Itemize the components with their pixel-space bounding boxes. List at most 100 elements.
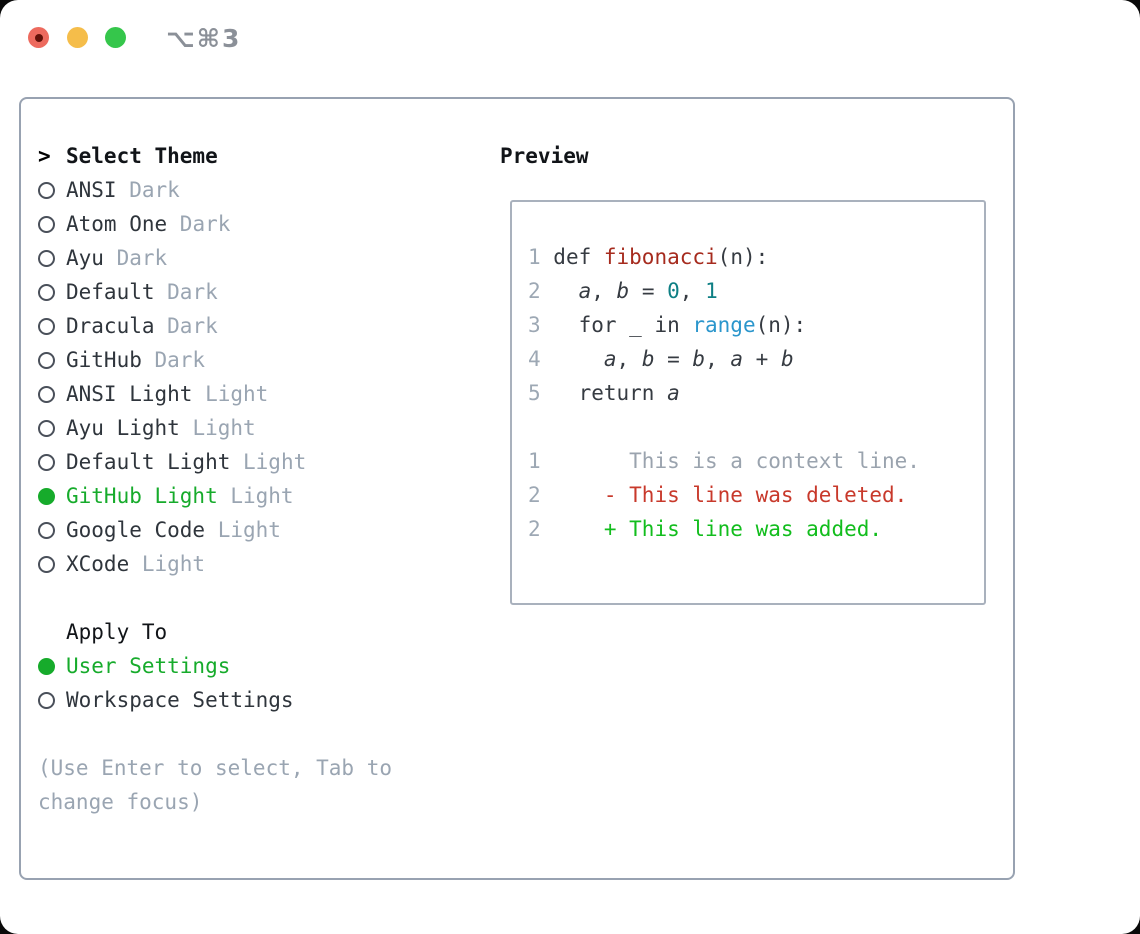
radio-selected-icon	[38, 657, 55, 675]
radio-icon	[38, 283, 55, 301]
code-segment-code: return	[553, 381, 668, 405]
theme-variant: Light	[217, 484, 294, 508]
code-segment-code: for _ in	[553, 313, 693, 337]
radio-icon	[38, 419, 55, 437]
code-line: 4 a, b = b, a + b	[528, 342, 984, 376]
radio-icon	[38, 249, 55, 267]
prompt-icon: >	[38, 144, 51, 168]
code-segment-code: def	[553, 245, 604, 269]
theme-name: Default Light	[66, 450, 231, 474]
code-segment-var: b	[616, 279, 630, 303]
theme-name: Google Code	[66, 518, 206, 542]
theme-option[interactable]: GitHub Light Light	[38, 479, 478, 513]
theme-option[interactable]: GitHub Dark	[38, 343, 478, 377]
theme-option[interactable]: ANSI Dark	[38, 173, 478, 207]
select-theme-header-row: > Select Theme	[38, 139, 478, 173]
radio-icon	[38, 385, 55, 403]
line-number: 1	[528, 449, 554, 473]
theme-name: Ayu Light	[66, 416, 180, 440]
theme-option[interactable]: ANSI Light Light	[38, 377, 478, 411]
code-segment-deleted: - This line was deleted.	[553, 483, 908, 507]
line-number: 2	[528, 279, 554, 303]
theme-variant: Light	[129, 552, 206, 576]
theme-name: Default	[66, 280, 155, 304]
code-segment-builtin: range	[692, 313, 756, 337]
radio-unselected-marker	[38, 181, 66, 199]
code-line: 2 a, b = 0, 1	[528, 274, 984, 308]
code-segment-code: ,	[705, 347, 731, 371]
radio-icon	[38, 555, 55, 573]
theme-name: Ayu	[66, 246, 104, 270]
code-segment-code	[553, 347, 604, 371]
line-number: 5	[528, 381, 554, 405]
theme-option[interactable]: Google Code Light	[38, 513, 478, 547]
theme-option[interactable]: Dracula Dark	[38, 309, 478, 343]
maximize-button[interactable]	[105, 27, 126, 48]
theme-option[interactable]: Atom One Dark	[38, 207, 478, 241]
radio-icon	[38, 215, 55, 233]
theme-variant: Light	[230, 450, 307, 474]
theme-option[interactable]: Default Light Light	[38, 445, 478, 479]
radio-unselected-marker	[38, 419, 66, 437]
radio-unselected-marker	[38, 555, 66, 573]
code-segment-var: b	[692, 347, 706, 371]
theme-option[interactable]: Ayu Light Light	[38, 411, 478, 445]
theme-variant: Light	[205, 518, 281, 542]
theme-variant: Light	[179, 416, 256, 440]
radio-icon	[38, 691, 55, 709]
apply-to-name: Workspace Settings	[66, 688, 294, 712]
theme-variant: Dark	[103, 246, 168, 270]
apply-to-option[interactable]: Workspace Settings	[38, 683, 478, 717]
close-dot-icon	[34, 33, 43, 42]
apply-to-header-row: Apply To	[38, 615, 478, 649]
code-segment-var: a	[667, 381, 680, 405]
theme-name: XCode	[66, 552, 130, 576]
theme-option[interactable]: Ayu Dark	[38, 241, 478, 275]
apply-to-option[interactable]: User Settings	[38, 649, 478, 683]
close-button[interactable]	[28, 27, 49, 48]
help-text: (Use Enter to select, Tab to change focu…	[38, 756, 393, 814]
code-line: 1 This is a context line.	[528, 444, 984, 478]
radio-unselected-marker	[38, 385, 66, 403]
theme-option[interactable]: XCode Light	[38, 547, 478, 581]
line-number: 4	[528, 347, 554, 371]
code-segment-code: =	[654, 347, 693, 371]
radio-icon	[38, 453, 55, 471]
theme-option[interactable]: Default Dark	[38, 275, 478, 309]
select-theme-label: Select Theme	[66, 144, 218, 168]
code-segment-var: a	[578, 279, 592, 303]
line-number: 2	[528, 483, 554, 507]
preview-label: Preview	[500, 144, 589, 168]
line-number: 2	[528, 517, 554, 541]
theme-variant: Dark	[141, 348, 206, 372]
radio-icon	[38, 317, 55, 335]
minimize-button[interactable]	[67, 27, 88, 48]
code-segment-code: =	[629, 279, 668, 303]
code-segment-func: fibonacci	[603, 245, 718, 269]
theme-variant: Dark	[167, 212, 231, 236]
code-line: 2 - This line was deleted.	[528, 478, 984, 512]
window-title: ⌥⌘3	[166, 24, 242, 53]
radio-unselected-marker	[38, 351, 66, 369]
radio-unselected-marker	[38, 521, 66, 539]
radio-icon	[38, 351, 55, 369]
code-line	[528, 410, 984, 444]
code-line: 1 def fibonacci(n):	[528, 240, 984, 274]
code-segment-num: 0	[667, 279, 680, 303]
code-line: 5 return a	[528, 376, 984, 410]
theme-variant: Light	[192, 382, 269, 406]
theme-variant: Dark	[116, 178, 180, 202]
code-segment-var: a	[603, 347, 617, 371]
code-segment-code: (n):	[717, 245, 769, 269]
radio-unselected-marker	[38, 453, 66, 471]
code-segment-code	[553, 279, 578, 303]
apply-to-name: User Settings	[66, 654, 231, 678]
radio-unselected-marker	[38, 317, 66, 335]
apply-to-label: Apply To	[66, 620, 168, 644]
theme-name: GitHub	[66, 348, 142, 372]
